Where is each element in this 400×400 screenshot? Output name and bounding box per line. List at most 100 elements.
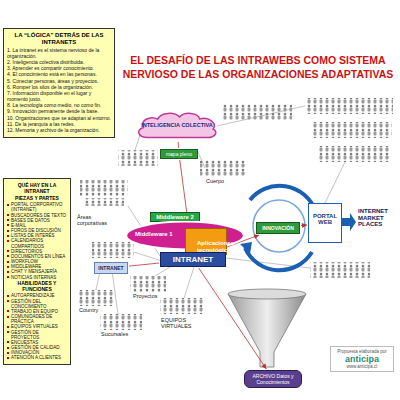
- people-link: [134, 252, 162, 261]
- list-item: WORKFLOW: [7, 259, 67, 264]
- map-box: mapa pleno: [160, 149, 198, 159]
- market-arrow: [342, 213, 356, 231]
- list-item: 8. La tecnología como medio, no como fin…: [7, 103, 111, 109]
- cycle-arrow: [250, 186, 315, 210]
- list-item: 1. La intranet es el sistema nervioso de…: [7, 48, 111, 60]
- list-item: 10. Organizaciones que se adaptan al ent…: [7, 116, 111, 122]
- list-item: 9. Innovación permanente desde la base.: [7, 109, 111, 115]
- list-item: 7. Información disponible en el lugar y …: [7, 91, 111, 103]
- group-label: Sucursales: [100, 331, 129, 337]
- connector: [129, 263, 159, 266]
- people-icons: [100, 314, 142, 330]
- funnel: [228, 289, 306, 367]
- node-text: INTRANET: [163, 255, 223, 264]
- middleware-ellipse: Middleware 1Aplicaciones tecnológicas: [125, 221, 245, 250]
- list-item: COMUNIDADES DE PRÁCTICA: [7, 314, 67, 324]
- logic-list-box: LA “LÓGICA” DETRÁS DE LAS INTRANETS 1. La…: [3, 28, 115, 138]
- people-icons: [310, 262, 370, 278]
- list-item: BUSCADORES DE TEXTO: [7, 213, 67, 218]
- people-icons: [92, 242, 134, 258]
- node-text: mapa pleno: [162, 151, 196, 157]
- funnel-body: [228, 294, 306, 367]
- arrowhead: [254, 234, 260, 239]
- people-icons: [160, 298, 204, 314]
- group-label: EQUIPOS VIRTUALES: [160, 317, 206, 329]
- list-item: BASES DE DATOS: [7, 218, 67, 223]
- list-item: CALENDARIOS COMPARTIDOS: [7, 238, 67, 248]
- people-icons: [318, 146, 390, 162]
- people-icons: [84, 198, 124, 206]
- connector: [199, 268, 267, 369]
- people-icons: [130, 276, 166, 292]
- connector-line: [129, 263, 159, 266]
- arrowhead: [261, 363, 266, 369]
- group-label: Cuerpo: [205, 178, 225, 184]
- arrowhead: [302, 223, 307, 228]
- group-label: Country: [78, 307, 99, 313]
- group-label: Áreas corporativas: [76, 214, 120, 226]
- funnel-mouth: [228, 289, 306, 299]
- people-groups: [78, 98, 393, 330]
- list-item: GESTIÓN DEL CONOCIMIENTO: [7, 299, 67, 309]
- list-item: EQUIPOS VIRTUALES: [7, 324, 67, 329]
- list-item: 3. Aprender es compartir conocimiento.: [7, 66, 111, 72]
- list-item: FOROS DE DISCUSIÓN: [7, 228, 67, 233]
- list-heading: HABILIDADES Y FUNCIONES: [7, 281, 67, 293]
- list-item: TRABAJO EN EQUIPO: [7, 309, 67, 314]
- logo-box: Propuesta elaborada poranticipawww.antic…: [330, 346, 394, 372]
- people-icons: [305, 98, 393, 114]
- list-item: GESTIÓN DE PROYECTOS: [7, 330, 67, 340]
- list-heading: LA “LÓGICA” DETRÁS DE LAS INTRANETS: [7, 32, 111, 46]
- connector-line: [199, 268, 267, 369]
- list-item: 4. El conocimiento está en las personas.: [7, 72, 111, 78]
- node-text: ARCHIVO Datos y Conocimientos: [247, 373, 299, 385]
- list-item: 6. Romper los silos de la organización.: [7, 85, 111, 91]
- list-heading: PIEZAS Y PARTES: [7, 196, 67, 202]
- node-text: PORTAL WEB: [310, 213, 340, 225]
- diagram-title: EL DESAFÍO DE LAS INTRAWEBS COMO SISTEMA…: [120, 54, 396, 81]
- list-item: DIRECTORIOS: [7, 249, 67, 254]
- list-item: 11. De la jerarquía a las redes.: [7, 122, 111, 128]
- innovation-box: INNOVACIÓN: [256, 222, 300, 234]
- list-item: ENCUESTAS: [7, 340, 67, 345]
- list-item: MIDDLEWARE: [7, 264, 67, 269]
- people-icons: [78, 290, 114, 306]
- middleware-label: Middleware 2: [150, 212, 200, 222]
- people-link: [135, 135, 140, 150]
- node-text: INNOVACIÓN: [258, 225, 298, 231]
- archive-box: ARCHIVO Datos y Conocimientos: [244, 370, 302, 388]
- people-link: [325, 162, 345, 203]
- list-item: 12. Memoria y archivo de la organización…: [7, 128, 111, 134]
- node-text: www.anticipa.cl: [333, 364, 391, 369]
- people-icons: [312, 122, 392, 138]
- people-link: [184, 264, 195, 298]
- cycle-arrowhead: [240, 242, 252, 254]
- group-label: INTERNET MARKET PLACES: [357, 208, 398, 228]
- node-text: INTELIGENCIA COLECTIVA: [135, 111, 219, 128]
- group-label: Proyectos: [132, 293, 158, 299]
- list-item: 5. Conectar personas, áreas y proyectos.: [7, 79, 111, 85]
- list-item: E-MAIL: [7, 223, 67, 228]
- node-text: Aplicaciones tecnológicas: [187, 230, 225, 253]
- list-item: CHAT Y MENSAJERÍA: [7, 269, 67, 274]
- cycle-ring: [253, 200, 305, 252]
- intranet-label-box: INTRANET: [94, 262, 128, 274]
- cloud-shape: INTELIGENCIA COLECTIVA: [135, 111, 219, 141]
- list-item: GESTIÓN DE CALIDAD: [7, 345, 67, 350]
- leader-lines: [96, 106, 345, 314]
- intranet-box: INTRANET: [160, 252, 226, 267]
- list-item: 2. Inteligencia colectiva distribuida.: [7, 60, 111, 66]
- node-text: INTRANET: [96, 265, 126, 271]
- node-text: Middleware 2: [152, 214, 198, 220]
- list-item: PORTAL CORPORATIVO (INTRANET): [7, 202, 67, 212]
- list-item: INNOVACIÓN: [7, 350, 67, 355]
- connector: [301, 223, 307, 228]
- node-text: Propuesta elaborada por: [333, 349, 391, 354]
- list-item: LISTAS DE INTERÉS: [7, 233, 67, 238]
- list-item: NOTICIAS INTERNAS: [7, 275, 67, 280]
- list-item: DOCUMENTOS EN LÍNEA: [7, 254, 67, 259]
- people-icons: [80, 180, 128, 196]
- people-icons: [118, 150, 158, 166]
- list-heading: QUÉ HAY EN LA INTRANET: [7, 183, 67, 195]
